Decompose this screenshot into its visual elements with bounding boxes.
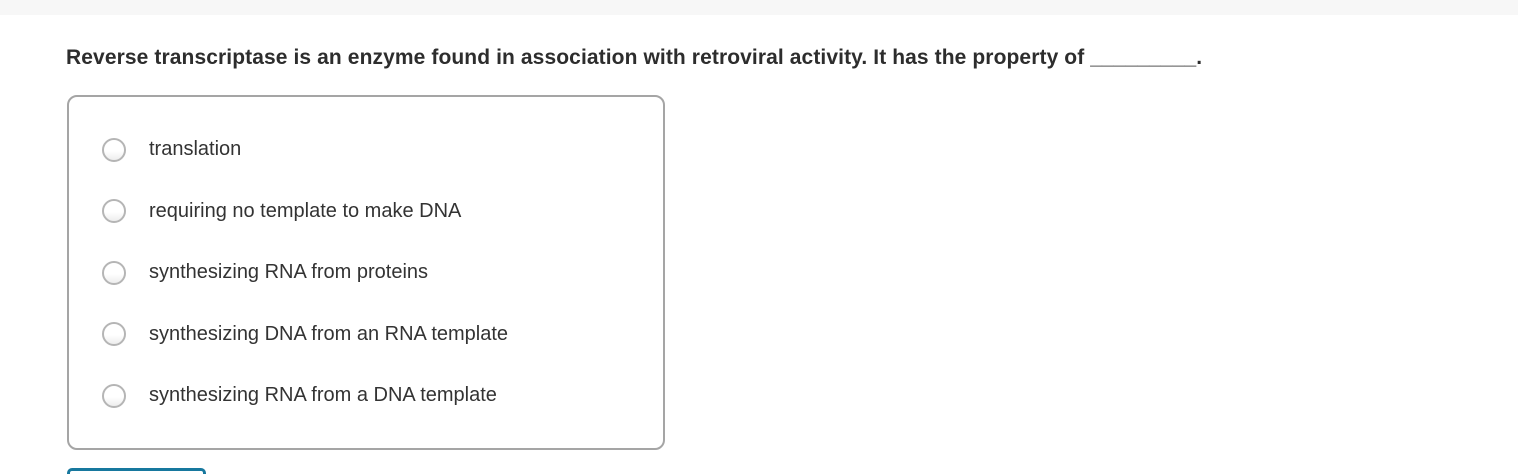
option-row-rna-from-proteins[interactable]: synthesizing RNA from proteins xyxy=(69,242,663,304)
answer-options-box: translation requiring no template to mak… xyxy=(67,95,665,450)
radio-button-icon[interactable] xyxy=(102,199,126,224)
option-label[interactable]: synthesizing RNA from proteins xyxy=(149,261,429,284)
option-row-no-template[interactable]: requiring no template to make DNA xyxy=(69,181,663,243)
radio-button-icon[interactable] xyxy=(102,383,126,408)
option-row-translation[interactable]: translation xyxy=(69,119,663,181)
option-label[interactable]: requiring no template to make DNA xyxy=(149,199,462,222)
option-label[interactable]: translation xyxy=(149,138,242,161)
radio-button-icon[interactable] xyxy=(102,260,126,285)
submit-button[interactable] xyxy=(67,468,206,474)
radio-button-icon[interactable] xyxy=(102,322,126,347)
option-row-dna-from-rna[interactable]: synthesizing DNA from an RNA template xyxy=(69,304,663,366)
top-divider-strip xyxy=(0,0,1518,15)
radio-button-icon[interactable] xyxy=(102,137,126,162)
option-row-rna-from-dna[interactable]: synthesizing RNA from a DNA template xyxy=(69,365,663,427)
option-label[interactable]: synthesizing RNA from a DNA template xyxy=(149,384,497,407)
question-text: Reverse transcriptase is an enzyme found… xyxy=(66,46,1203,69)
option-label[interactable]: synthesizing DNA from an RNA template xyxy=(149,322,509,345)
